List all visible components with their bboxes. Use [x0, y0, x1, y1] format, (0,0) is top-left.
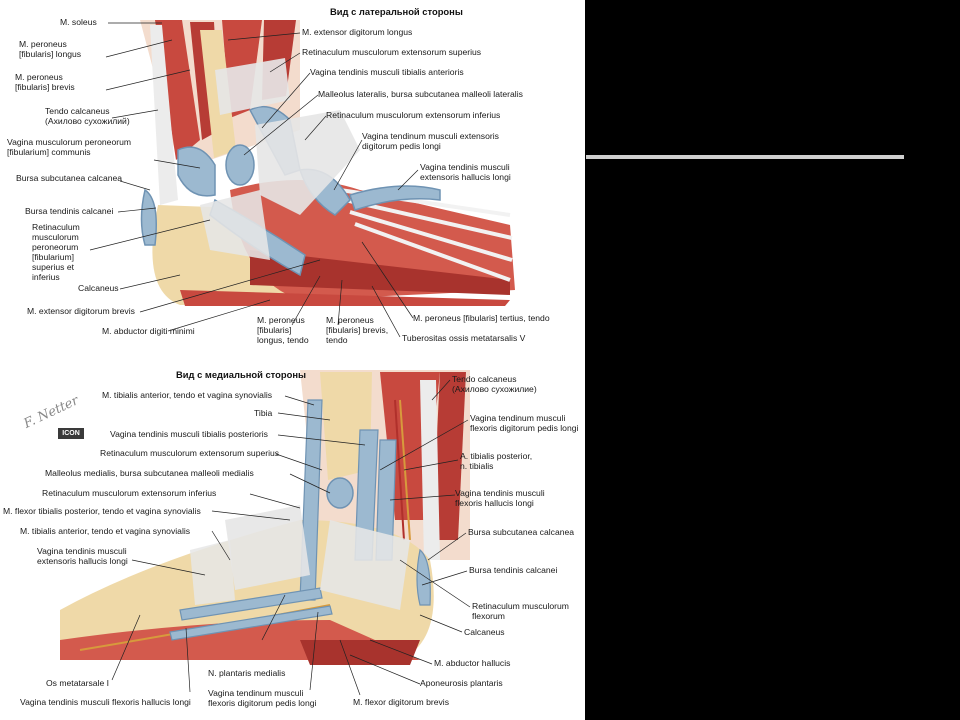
label-retinaculum-per-4: [fibularium] [32, 252, 75, 262]
label-retinaculum-flexorum-1: Retinaculum musculorum [472, 601, 569, 611]
label-retinaculum-superius-med: Retinaculum musculorum extensorum superi… [100, 448, 280, 458]
label-peroneus-brevis-tendo-1: M. peroneus [326, 315, 374, 325]
label-bursa-subcutanea: Bursa subcutanea calcanea [16, 173, 123, 183]
lateral-foot-drawing [140, 20, 515, 306]
label-extensor-longus: M. extensor digitorum longus [302, 27, 413, 37]
label-retinaculum-inferius-med: Retinaculum musculorum extensorum inferi… [42, 488, 217, 498]
ankle-illustrations [60, 20, 515, 696]
label-abductor-hallucis: M. abductor hallucis [434, 658, 511, 668]
label-vagina-ext-hal-1: Vagina tendinis musculi [420, 162, 510, 172]
label-soleus: M. soleus [60, 17, 97, 27]
medial-view-title: Вид с медиальной стороны [176, 369, 306, 380]
label-calcaneus-lateral: Calcaneus [78, 283, 119, 293]
medial-leader-lines [111, 379, 471, 696]
label-vagina-flex-hal-bottom: Vagina tendinis musculi flexoris halluci… [20, 697, 191, 707]
label-vagina-flex-hal-r-1: Vagina tendinis musculi [455, 488, 545, 498]
label-peroneus-longus-tendo-1: M. peroneus [257, 315, 305, 325]
label-extensor-brevis: M. extensor digitorum brevis [27, 306, 135, 316]
label-vagina-flex-dig-2: flexoris digitorum pedis longi [208, 698, 317, 708]
label-tendo-calcaneus-2: (Ахилово сухожилий) [45, 116, 130, 126]
label-tendo-calcaneus-1: Tendo calcaneus [45, 106, 110, 116]
label-tuberositas: Tuberositas ossis metatarsalis V [402, 333, 526, 343]
label-peroneus-brevis-tendo-2: [fibularis] brevis, [326, 325, 389, 335]
label-os-metatarsale: Os metatarsale I [46, 678, 110, 688]
label-vagina-tib-post: Vagina tendinis musculi tibialis posteri… [110, 429, 268, 439]
label-malleolus-lateralis: Malleolus lateralis, bursa subcutanea ma… [318, 89, 523, 99]
label-tibialis-anterior-1: M. tibialis anterior, tendo et vagina sy… [102, 390, 273, 400]
label-vagina-ext-hal-med-2: extensoris hallucis longi [37, 556, 128, 566]
label-retinaculum-per-2: musculorum [32, 232, 79, 242]
label-retinaculum-per-1: Retinaculum [32, 222, 80, 232]
label-peroneus-longus-tendo-2: [fibularis] [257, 325, 292, 335]
label-peroneus-brevis-2: [fibularis] brevis [15, 82, 75, 92]
label-tendo-calcaneus-med-1: Tendo calcaneus [452, 374, 517, 384]
label-abductor-minimi: M. abductor digiti minimi [102, 326, 195, 336]
lateral-leader-lines [89, 22, 419, 338]
label-peroneus-tertius: M. peroneus [fibularis] tertius, tendo [413, 313, 550, 323]
label-vagina-flex-dig-1: Vagina tendinum musculi [208, 688, 304, 698]
label-vagina-ext-dig-1: Vagina tendinum musculi extensoris [362, 131, 499, 141]
lateral-view-title: Вид с латеральной стороны [330, 6, 463, 17]
label-retinaculum-flexorum-2: flexorum [472, 611, 505, 621]
label-bursa-tendinis: Bursa tendinis calcanei [25, 206, 114, 216]
label-peroneus-longus-1: M. peroneus [19, 39, 67, 49]
label-vagina-flex-hal-r-2: flexoris hallucis longi [455, 498, 534, 508]
label-flexor-tib-post: M. flexor tibialis posterior, tendo et v… [3, 506, 201, 516]
divider-line [586, 155, 904, 159]
label-vagina-peroneorum-1: Vagina musculorum peroneorum [7, 137, 132, 147]
medial-foot-drawing [60, 370, 470, 665]
label-retinaculum-per-5: superius et [32, 262, 75, 272]
label-n-plantaris: N. plantaris medialis [208, 668, 286, 678]
label-vagina-ext-dig-2: digitorum pedis longi [362, 141, 441, 151]
label-flexor-dig-brevis: M. flexor digitorum brevis [353, 697, 449, 707]
label-tendo-calcaneus-med-2: (Ахилово сухожилие) [452, 384, 537, 394]
label-calcaneus-medial: Calcaneus [464, 627, 505, 637]
label-bursa-tendinis-med: Bursa tendinis calcanei [469, 565, 558, 575]
label-retinaculum-superius-lat: Retinaculum musculorum extensorum superi… [302, 47, 482, 57]
label-vagina-ext-hal-2: extensoris hallucis longi [420, 172, 511, 182]
label-peroneus-longus-tendo-3: longus, tendo [257, 335, 309, 345]
label-vagina-peroneorum-2: [fibularium] communis [7, 147, 91, 157]
label-tibia: Tibia [254, 408, 273, 418]
anatomy-plate: Вид с латеральной стороны M. soleus M. p… [0, 0, 585, 720]
label-vagina-flex-dig-r-1: Vagina tendinum musculi [470, 413, 566, 423]
label-aponeurosis: Aponeurosis plantaris [420, 678, 503, 688]
label-peroneus-brevis-tendo-3: tendo [326, 335, 348, 345]
label-a-tibialis-2: n. tibialis [460, 461, 494, 471]
label-peroneus-longus-2: [fibularis] longus [19, 49, 82, 59]
label-a-tibialis-1: A. tibialis posterior, [460, 451, 533, 461]
label-vagina-ext-hal-med-1: Vagina tendinis musculi [37, 546, 127, 556]
label-retinaculum-per-3: peroneorum [32, 242, 79, 252]
publisher-logo: ICON [58, 428, 84, 439]
label-retinaculum-per-6: inferius [32, 272, 60, 282]
label-bursa-subcutanea-med: Bursa subcutanea calcanea [468, 527, 575, 537]
label-vagina-tibialis-ant: Vagina tendinis musculi tibialis anterio… [310, 67, 464, 77]
label-tibialis-anterior-2: M. tibialis anterior, tendo et vagina sy… [20, 526, 191, 536]
label-retinaculum-inferius-lat: Retinaculum musculorum extensorum inferi… [326, 110, 501, 120]
label-vagina-flex-dig-r-2: flexoris digitorum pedis longi [470, 423, 579, 433]
label-peroneus-brevis-1: M. peroneus [15, 72, 63, 82]
label-malleolus-medialis: Malleolus medialis, bursa subcutanea mal… [45, 468, 254, 478]
